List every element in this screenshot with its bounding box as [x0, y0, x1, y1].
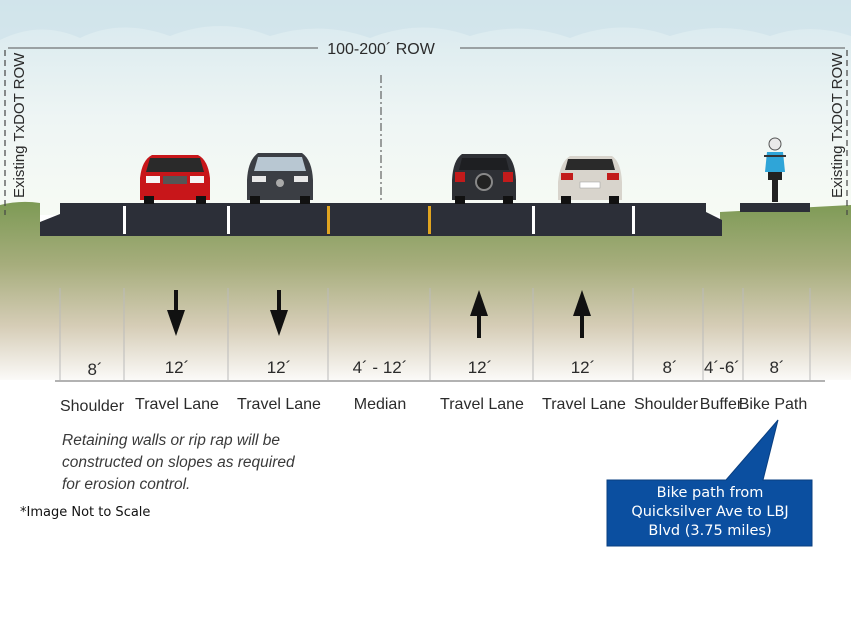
lane-stripe	[532, 206, 535, 234]
silver-car-icon	[558, 156, 622, 204]
median-stripe	[428, 206, 431, 234]
segment-width: 8´	[662, 358, 677, 377]
arrow-up-icon	[573, 290, 591, 338]
callout-line: Blvd (3.75 miles)	[648, 523, 772, 539]
note-line: Retaining walls or rip rap will be	[62, 432, 280, 449]
callout-line: Bike path from	[656, 485, 764, 501]
segment-label: Travel Lane	[135, 396, 219, 413]
segment-label: Shoulder	[634, 396, 699, 413]
segment-label: Median	[354, 396, 406, 413]
segment-width: 12´	[571, 358, 596, 377]
segment-width: 8´	[87, 360, 102, 379]
callout-line: Quicksilver Ave to LBJ	[631, 504, 789, 520]
ground	[0, 201, 851, 380]
segment-width: 12´	[468, 358, 493, 377]
segment-label: Travel Lane	[542, 396, 626, 413]
segment-width: 4´-6´	[704, 358, 740, 377]
segment-width: 4´ - 12´	[353, 358, 408, 377]
bike-path-callout	[606, 419, 813, 547]
row-label: 100-200´ ROW	[327, 41, 435, 58]
red-car-icon	[140, 155, 210, 204]
sky	[0, 0, 851, 215]
arrow-down-icon	[270, 290, 288, 336]
segment-label: Bike Path	[739, 396, 807, 413]
cyclist-icon	[764, 137, 786, 202]
cloud-band	[0, 0, 851, 40]
arrow-up-icon	[470, 290, 488, 338]
callout-text: Bike path from Quicksilver Ave to LBJ Bl…	[608, 484, 812, 541]
arrow-down-icon	[167, 290, 185, 336]
segment-label: Travel Lane	[440, 396, 524, 413]
side-label-right: Existing TxDOT ROW	[829, 52, 846, 198]
lane-stripe	[227, 206, 230, 234]
segment-width: 12´	[165, 358, 190, 377]
lane-stripe	[632, 206, 635, 234]
side-label-left: Existing TxDOT ROW	[11, 52, 28, 198]
segment-label: Travel Lane	[237, 396, 321, 413]
note-line: constructed on slopes as required	[62, 454, 296, 471]
dark-suv-icon	[452, 154, 516, 204]
gray-car-icon	[247, 153, 313, 204]
note-line: for erosion control.	[62, 476, 190, 493]
bike-path-pavement	[740, 203, 810, 212]
lane-stripe	[123, 206, 126, 234]
median-stripe	[327, 206, 330, 234]
segment-width: 8´	[769, 358, 784, 377]
roadway-pavement	[40, 203, 722, 236]
segment-label: Buffer	[700, 396, 743, 413]
scale-note: *Image Not to Scale	[20, 505, 151, 520]
segment-label: Shoulder	[60, 398, 125, 415]
segment-width: 12´	[267, 358, 292, 377]
